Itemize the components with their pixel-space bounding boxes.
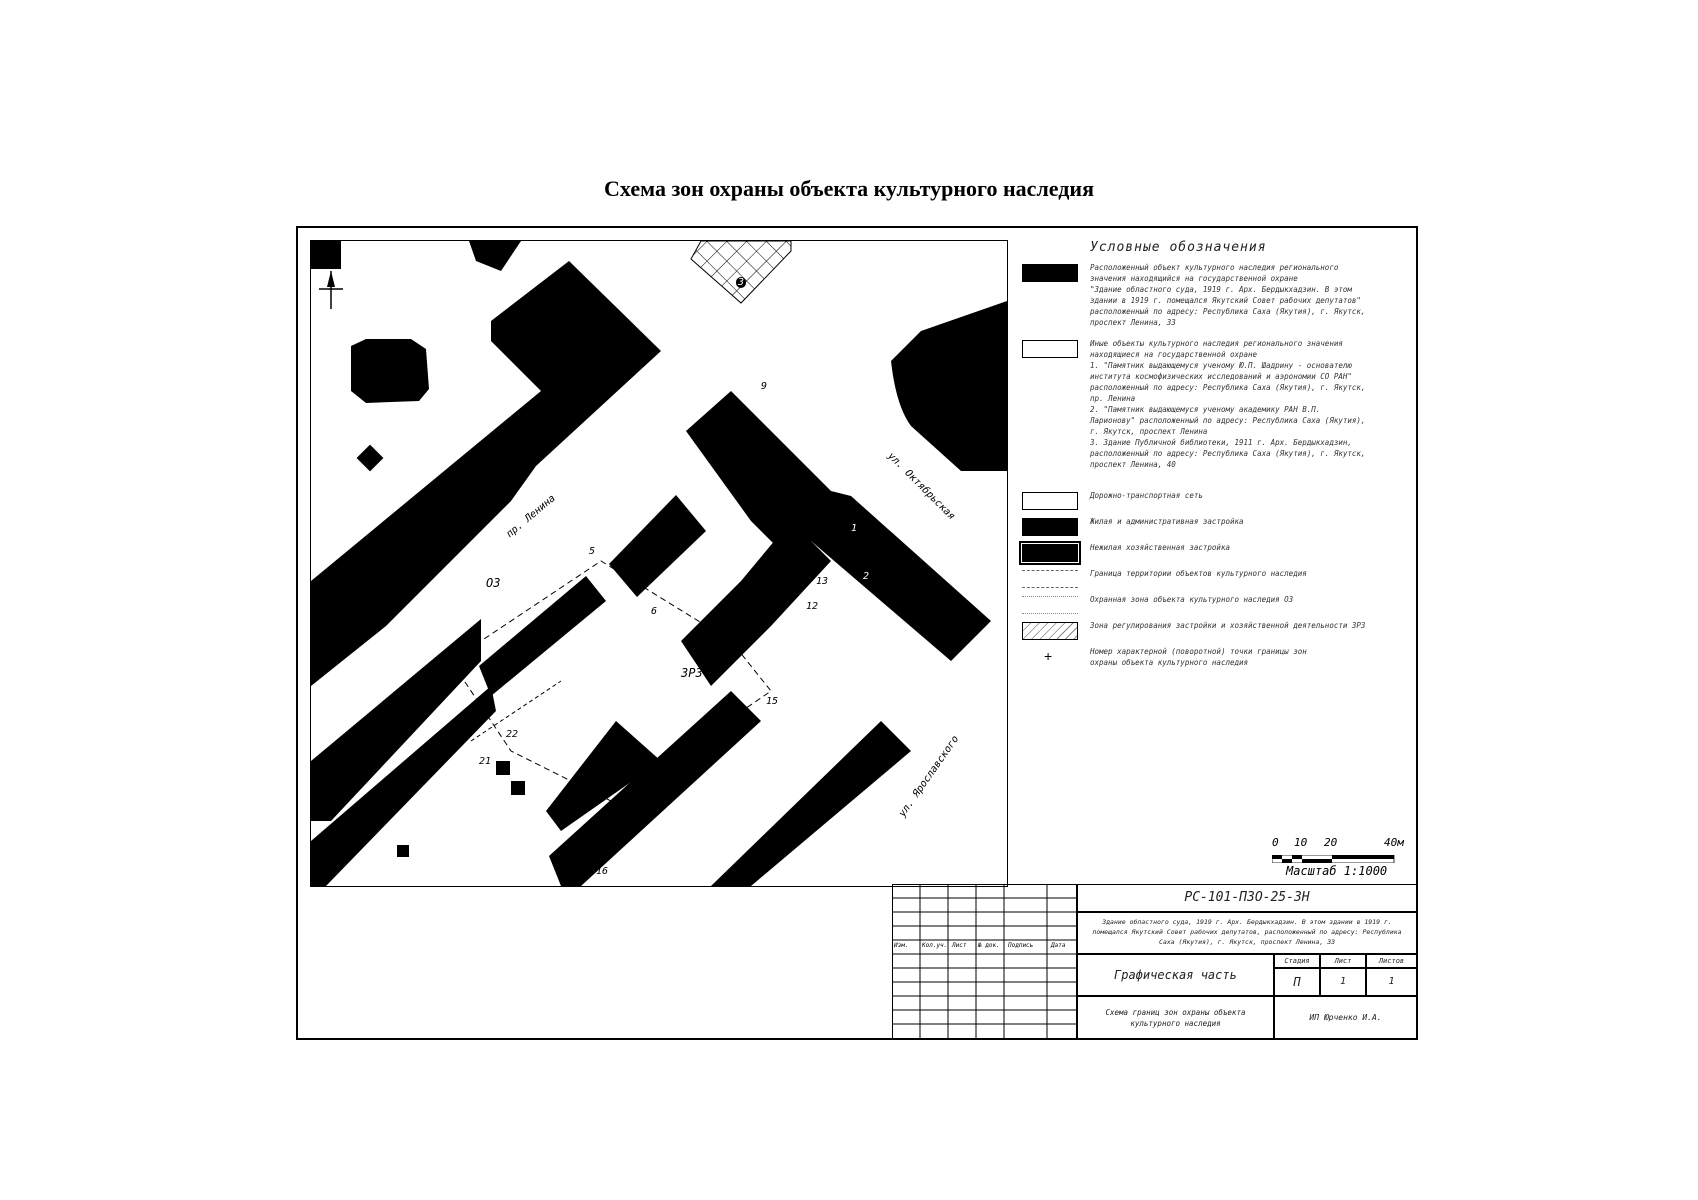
- sheets-label: Листов: [1378, 957, 1405, 965]
- document-code-text: РС-101-ПЗО-25-ЗН: [1184, 890, 1310, 905]
- building: [469, 241, 521, 271]
- cross-marker-icon: +: [1044, 648, 1053, 664]
- monument-marker: [496, 761, 510, 775]
- point-label: 13: [816, 576, 829, 587]
- object-description-text: Здание областного суда, 1919 г. Арх. Бер…: [1092, 918, 1402, 946]
- point-label: 5: [589, 546, 596, 557]
- building: [891, 301, 1007, 471]
- organization-text: ИП Юрченко И.А.: [1309, 1013, 1382, 1022]
- monument-number: 1: [849, 523, 860, 534]
- monument-marker: [397, 845, 409, 857]
- building: [686, 391, 991, 661]
- zone-boundary: [450, 560, 772, 802]
- legend-swatch-dashed: [1022, 570, 1078, 588]
- sheets-header: Листов: [1366, 954, 1417, 968]
- legend-text: Иные объекты культурного наследия регион…: [1090, 339, 1366, 469]
- scale-tick: 20: [1324, 836, 1338, 849]
- column-header: № док.: [978, 942, 1000, 949]
- column-header: Изм.: [894, 942, 909, 949]
- document-code: РС-101-ПЗО-25-ЗН: [1077, 884, 1417, 912]
- monument-marker: [356, 444, 384, 472]
- legend-swatch-outline: [1022, 492, 1078, 510]
- sheets-value-text: 1: [1388, 976, 1395, 987]
- legend-text: Охранная зона объекта культурного наслед…: [1090, 595, 1294, 604]
- sheet-label: Лист: [1334, 957, 1352, 965]
- section-name: Графическая часть: [1077, 954, 1274, 996]
- drawing-name: Схема границ зон охраны объекта культурн…: [1077, 996, 1274, 1039]
- zone-label-zrz: ЗРЗ: [681, 666, 703, 680]
- legend-title: Условные обозначения: [1090, 240, 1267, 255]
- sheet-header: Лист: [1320, 954, 1366, 968]
- legend-text: Дорожно-транспортная сеть: [1090, 491, 1203, 500]
- zone-label-oz: ОЗ: [486, 576, 501, 590]
- legend-text: Расположенный объект культурного наследи…: [1090, 263, 1366, 327]
- monument-marker: [511, 781, 525, 795]
- point-label: 21: [479, 756, 492, 767]
- legend-text: Жилая и административная застройка: [1090, 517, 1244, 526]
- sheets-value: 1: [1366, 968, 1417, 996]
- object-description: Здание областного суда, 1919 г. Арх. Бер…: [1077, 912, 1417, 954]
- column-header: Дата: [1051, 942, 1066, 949]
- section-name-text: Графическая часть: [1114, 968, 1237, 982]
- building: [609, 495, 706, 597]
- legend-swatch-dotted: [1022, 596, 1078, 614]
- stage-value-text: П: [1293, 975, 1301, 989]
- building: [311, 241, 341, 269]
- building: [311, 619, 481, 821]
- legend-swatch-solid: [1022, 518, 1078, 536]
- legend-text: Граница территории объектов культурного …: [1090, 569, 1307, 578]
- north-arrow-icon: [319, 271, 343, 309]
- point-label: 12: [806, 601, 819, 612]
- building: [351, 339, 429, 403]
- stage-value: П: [1274, 968, 1320, 996]
- legend-text: Зона регулирования застройки и хозяйстве…: [1090, 621, 1366, 630]
- column-header: Лист: [952, 942, 967, 949]
- page-title: Схема зон охраны объекта культурного нас…: [604, 176, 1094, 201]
- title-block: Изм. Кол.уч. Лист № док. Подпись Дата РС…: [892, 884, 1417, 1039]
- point-label: 15: [766, 696, 779, 707]
- scale-bar-graphic: [1271, 850, 1412, 864]
- legend-swatch-solid: [1022, 264, 1078, 282]
- drawing-frame: [296, 226, 1418, 1040]
- legend-swatch-double: [1019, 541, 1081, 565]
- legend-swatch-hatch: [1022, 622, 1078, 640]
- legend-swatch-outline: [1022, 340, 1078, 358]
- building: [479, 576, 606, 696]
- building: [681, 521, 831, 686]
- point-label: 8: [731, 416, 738, 427]
- column-header: Подпись: [1008, 942, 1034, 949]
- sheet-value: 1: [1320, 968, 1366, 996]
- stage-label: Стадия: [1284, 957, 1310, 965]
- scale-bar: 0 10 20 40м Масштаб 1:1000: [1271, 836, 1422, 878]
- stage-header: Стадия: [1274, 954, 1320, 968]
- legend-text: Номер характерной (поворотной) точки гра…: [1090, 647, 1307, 667]
- sheet-value-text: 1: [1339, 976, 1347, 987]
- point-label: 6: [651, 606, 658, 617]
- building: [311, 686, 496, 886]
- point-label: 16: [596, 866, 609, 877]
- point-label: 2: [456, 669, 463, 680]
- monument-number: 3: [736, 277, 747, 288]
- monument-number: 2: [861, 571, 872, 582]
- scale-tick: 40м: [1384, 836, 1404, 849]
- point-label: 9: [761, 381, 768, 392]
- library-grid: [690, 241, 792, 304]
- building: [546, 721, 661, 831]
- scale-tick: 0: [1272, 836, 1279, 849]
- scale-tick: 10: [1294, 836, 1308, 849]
- building: [711, 721, 911, 886]
- scale-caption: Масштаб 1:1000: [1286, 864, 1388, 878]
- point-label: 22: [506, 729, 519, 740]
- revision-grid: Изм. Кол.уч. Лист № док. Подпись Дата: [892, 884, 1077, 1039]
- building: [549, 691, 761, 886]
- map-area[interactable]: пр. Ленина ул. Октябрьская ул. Ярославск…: [310, 240, 1008, 887]
- map-drawing: [311, 241, 1007, 886]
- drawing-name-text: Схема границ зон охраны объекта культурн…: [1105, 1008, 1246, 1028]
- legend-text: Нежилая хозяйственная застройка: [1090, 543, 1230, 552]
- column-header: Кол.уч.: [922, 942, 948, 949]
- organization: ИП Юрченко И.А.: [1274, 996, 1417, 1039]
- building: [311, 261, 661, 686]
